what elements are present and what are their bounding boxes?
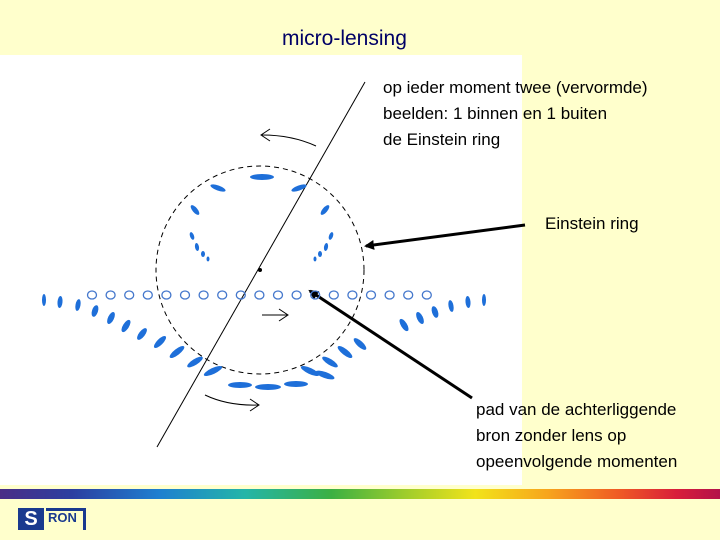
source-circle [181,291,190,299]
image-blob [120,318,133,333]
image-blob [398,317,411,332]
source-circle [143,291,152,299]
image-blob [186,355,204,370]
image-blob [207,257,210,262]
source-circle [329,291,338,299]
source-circle [255,291,264,299]
source-circle [162,291,171,299]
image-blob [465,296,471,308]
lensed-image-blobs [42,174,486,390]
source-path-pointer [310,291,472,398]
image-blob [323,243,328,252]
image-blob [284,381,308,387]
source-circle [292,291,301,299]
image-blob [152,334,168,350]
source-circle [106,291,115,299]
image-blob [90,304,99,317]
image-blob [430,305,439,318]
source-circle [348,291,357,299]
image-blob [321,355,339,370]
image-blob [255,384,281,390]
image-blob [415,311,426,325]
source-circle [422,291,431,299]
two-images-line-3: de Einstein ring [383,127,648,153]
logo-letter: S [18,508,44,530]
source-path-line-3: opeenvolgende momenten [476,449,677,475]
image-blob [203,364,224,378]
image-blob [352,336,368,351]
image-blob [135,327,148,342]
image-blob [42,294,46,306]
image-blob [168,344,186,360]
source-circle [88,291,97,299]
rotation-arrow-bottom [205,395,258,405]
image-blob [189,204,201,216]
source-circle [274,291,283,299]
image-blob [189,232,195,241]
image-blob [482,294,486,306]
image-blob [106,311,117,325]
sron-logo: S RON [18,508,90,530]
source-circle [199,291,208,299]
source-path-annotation: pad van de achterliggende bron zonder le… [476,397,677,475]
image-blob [447,300,454,313]
logo-text: RON [46,508,86,530]
image-blob [328,232,334,241]
image-blob [228,382,252,388]
two-images-annotation: op ieder moment twee (vervormde) beelden… [383,75,648,153]
image-blob [201,251,205,257]
einstein-ring-label: Einstein ring [545,211,639,237]
lens-center-dot [258,268,262,272]
source-circle [404,291,413,299]
image-blob [314,257,317,262]
two-images-line-2: beelden: 1 binnen en 1 buiten [383,101,648,127]
einstein-ring-pointer [366,225,525,246]
source-path-line-1: pad van de achterliggende [476,397,677,423]
lens-axis-line [157,82,365,447]
image-blob [336,344,354,360]
source-path-circles [88,291,432,299]
image-blob [210,183,227,193]
source-circle [125,291,134,299]
two-images-line-1: op ieder moment twee (vervormde) [383,75,648,101]
image-blob [74,299,81,312]
rainbow-bar [0,489,720,499]
image-blob [318,251,322,257]
image-blob [57,296,63,308]
image-blob [194,243,199,252]
source-path-line-2: bron zonder lens op [476,423,677,449]
source-circle [218,291,227,299]
source-circle [367,291,376,299]
image-blob [250,174,274,180]
image-blob [319,204,331,216]
source-circle [385,291,394,299]
